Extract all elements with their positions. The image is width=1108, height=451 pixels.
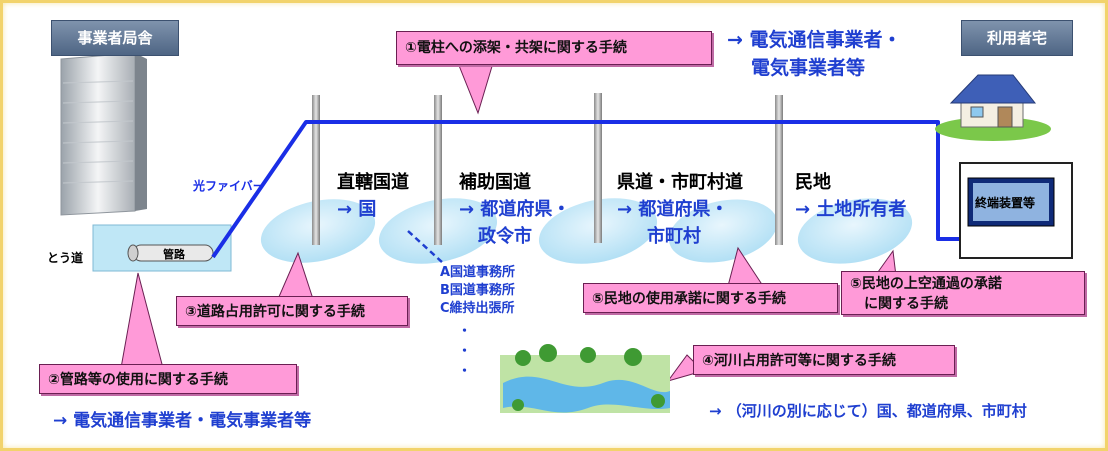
office-dots-2: ・ [458, 344, 472, 359]
office-item-a: A国道事務所 [440, 265, 516, 280]
pole-result-line1: → 電気通信事業者・ [727, 29, 902, 51]
terminal-device-panel [973, 183, 1049, 221]
office-item-c: C維持出張所 [440, 301, 515, 316]
utility-pole-2 [434, 95, 442, 245]
header-office-building: 事業者局舎 [51, 20, 179, 56]
road-4-authority: → 土地所有者 [795, 199, 907, 220]
road-3-authority-line1: → 都道府県・ [617, 199, 729, 220]
road-1-name: 直轄国道 [337, 172, 409, 193]
road-ellipse-5 [797, 198, 913, 264]
utility-pole-1 [312, 95, 320, 245]
road-4-name: 民地 [795, 172, 831, 193]
callout-1-tail [457, 62, 494, 115]
pole-result-line2: 電気事業者等 [751, 57, 866, 79]
conduit-way-label: とう道 [47, 251, 84, 265]
conduit-result: → 電気通信事業者・電気事業者等 [53, 411, 312, 431]
fiber-label: 光ファイバー [193, 179, 265, 193]
callout-5-overhead-line1: ⑤民地の上空通過の承諾 [850, 276, 1002, 292]
road-2-authority-line1: → 都道府県・ [459, 199, 571, 220]
callout-4-river: ④河川占用許可等に関する手続 [693, 345, 955, 375]
river-landscape-icon [500, 344, 670, 413]
office-dots-1: ・ [458, 324, 472, 339]
diagram-artwork [60, 52, 1073, 413]
conduit-pipe-icon [127, 244, 214, 262]
callout-2-tail [120, 272, 164, 369]
conduit-label: 管路 [163, 248, 185, 261]
office-dashed-line [407, 230, 444, 264]
callout-5-overhead: ⑤民地の上空通過の承諾 に関する手続 [841, 271, 1085, 315]
road-1-authority: → 国 [337, 199, 377, 220]
terminal-label: 終端装置等 [975, 196, 1036, 210]
river-result: → （河川の別に応じて）国、都道府県、市町村 [709, 402, 1027, 420]
utility-pole-3 [594, 93, 602, 243]
road-2-authority-line2: 政令市 [478, 226, 532, 247]
road-3-name: 県道・市町村道 [617, 172, 743, 193]
callout-5-land-use: ⑤民地の使用承諾に関する手続 [583, 283, 838, 313]
callout-5-overhead-line2: に関する手続 [864, 296, 948, 312]
utility-pole-4 [775, 95, 783, 245]
road-ellipse-4 [668, 199, 778, 263]
office-dots-3: ・ [458, 364, 472, 379]
road-2-name: 補助国道 [459, 172, 531, 193]
callout-2-conduit: ②管路等の使用に関する手続 [39, 364, 297, 394]
office-building-icon [60, 52, 147, 216]
callout-1-pole: ①電柱への添架・共架に関する手続 [396, 31, 712, 65]
callout-3-road: ③道路占用許可に関する手続 [176, 296, 408, 326]
office-item-b: B国道事務所 [440, 283, 515, 298]
header-user-home: 利用者宅 [961, 20, 1073, 56]
house-icon [935, 74, 1051, 141]
road-3-authority-line2: 市町村 [647, 226, 701, 247]
